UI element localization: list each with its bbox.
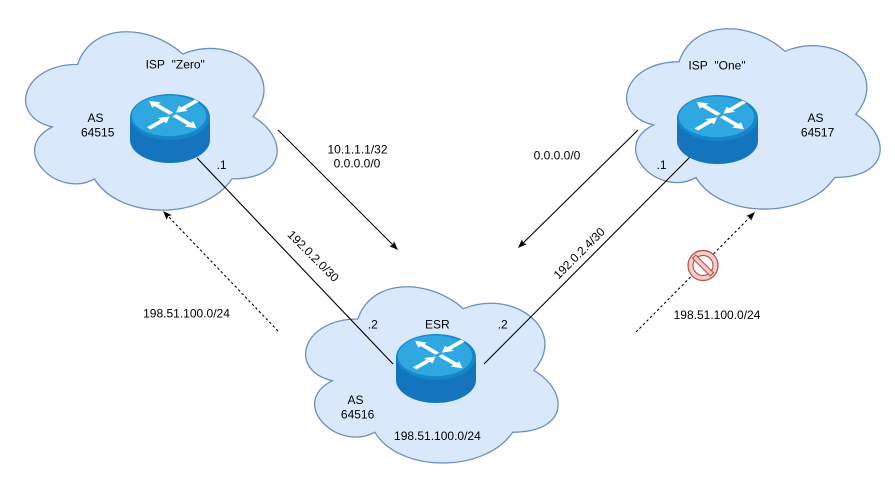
svg-text:192.0.2.4/30: 192.0.2.4/30 bbox=[551, 225, 608, 282]
svg-text:.2: .2 bbox=[368, 318, 378, 332]
svg-text:64516: 64516 bbox=[341, 408, 375, 422]
svg-text:.2: .2 bbox=[498, 318, 508, 332]
svg-text:64515: 64515 bbox=[81, 126, 115, 140]
svg-text:AS: AS bbox=[807, 111, 823, 125]
svg-text:.1: .1 bbox=[217, 158, 227, 172]
svg-text:10.1.1.1/32: 10.1.1.1/32 bbox=[327, 143, 387, 157]
svg-text:ISP "One": ISP "One" bbox=[688, 59, 745, 73]
svg-text:198.51.100.0/24: 198.51.100.0/24 bbox=[143, 307, 230, 321]
svg-text:0.0.0.0/0: 0.0.0.0/0 bbox=[334, 157, 381, 171]
svg-text:ISP "Zero": ISP "Zero" bbox=[146, 58, 205, 72]
svg-text:AS: AS bbox=[347, 393, 363, 407]
svg-text:64517: 64517 bbox=[801, 126, 835, 140]
svg-text:AS: AS bbox=[87, 111, 103, 125]
svg-text:0.0.0.0/0: 0.0.0.0/0 bbox=[534, 149, 581, 163]
svg-text:198.51.100.0/24: 198.51.100.0/24 bbox=[674, 308, 761, 322]
svg-text:198.51.100.0/24: 198.51.100.0/24 bbox=[394, 429, 481, 443]
svg-text:ESR: ESR bbox=[425, 317, 450, 331]
svg-text:.1: .1 bbox=[656, 158, 666, 172]
svg-text:192.0.2.0/30: 192.0.2.0/30 bbox=[285, 228, 342, 285]
